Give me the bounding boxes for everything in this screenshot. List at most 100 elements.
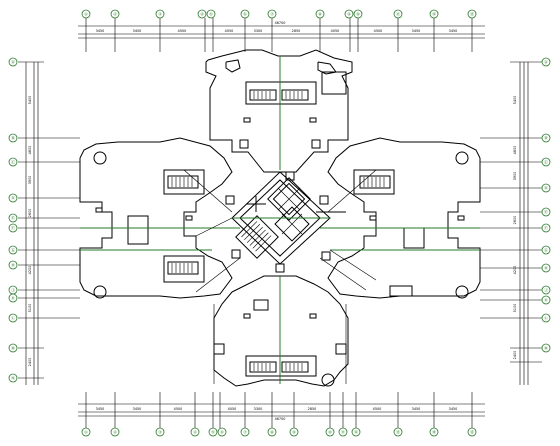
axis-label: ② [113, 12, 117, 17]
axis-label: Ⓜ [544, 345, 548, 351]
axis-bubbles-left: Ⓐ Ⓑ Ⓒ Ⓓ Ⓔ Ⓕ Ⓖ Ⓗ Ⓙ Ⓚ Ⓛ Ⓜ Ⓝ [8, 57, 18, 383]
axis-label: Ⓕ [11, 225, 15, 231]
axis-label: Ⓙ [544, 287, 548, 293]
top-dim: 2850 [292, 29, 301, 33]
axis-label: ⑪ [396, 11, 400, 17]
axis-label: ⑨ [347, 12, 351, 17]
top-dim: 3450 [96, 29, 105, 33]
axis-label: ③ [158, 12, 162, 17]
axis-label: Ⓛ [11, 315, 15, 321]
bottom-dimension-texts: 3450 3450 4500 4050 3300 2850 4500 3450 … [96, 407, 458, 421]
axis-label: ⑤ [211, 430, 215, 435]
north-wing [205, 49, 353, 173]
overall-bottom-dim: 46700 [275, 417, 286, 421]
diagonal-lines [183, 169, 377, 293]
axis-label: Ⓒ [11, 159, 15, 165]
axis-label: ⑪ [341, 429, 345, 435]
axis-label: Ⓛ [544, 315, 548, 321]
axis-label: ① [84, 430, 88, 435]
axis-label: Ⓚ [544, 297, 548, 303]
axis-label: ⑧ [318, 12, 322, 17]
top-dim: 4500 [374, 29, 383, 33]
axis-label: ⑬ [470, 11, 474, 17]
axis-label: Ⓝ [11, 375, 15, 381]
axis-label: Ⓔ [11, 215, 15, 221]
bottom-dim: 4500 [373, 407, 382, 411]
axis-label: ④ [200, 12, 204, 17]
top-dimension-texts: 3450 3450 4500 4050 3300 2850 4050 4500 … [96, 21, 458, 33]
axis-label: ⑭ [432, 429, 436, 435]
top-dim: 4050 [225, 29, 234, 33]
axis-label: Ⓐ [11, 59, 15, 65]
left-dim: 4200 [28, 266, 32, 275]
east-wing [320, 137, 481, 299]
south-wing [213, 275, 349, 387]
overall-top-dim: 46700 [275, 21, 286, 25]
axis-label: Ⓑ [544, 135, 548, 141]
bottom-dim: 3450 [412, 407, 421, 411]
top-dim: 3450 [412, 29, 421, 33]
axis-label: Ⓗ [544, 265, 548, 271]
right-dim: 4200 [513, 266, 517, 275]
fixtures [95, 117, 465, 384]
axis-label: ⑤ [209, 12, 213, 17]
axis-label: ③ [158, 430, 162, 435]
axis-label: Ⓙ [11, 287, 15, 293]
left-dim: 5100 [28, 304, 32, 313]
top-dim: 4050 [331, 29, 340, 33]
axis-label: Ⓜ [11, 345, 15, 351]
left-dim: 2600 [28, 209, 32, 218]
axis-label: ⑩ [328, 430, 332, 435]
axis-label: ⑥ [220, 430, 224, 435]
west-wing [79, 137, 240, 299]
axis-bubbles-right: Ⓐ Ⓑ Ⓒ Ⓓ Ⓔ Ⓕ Ⓖ Ⓗ Ⓙ Ⓚ Ⓛ Ⓜ [541, 57, 551, 353]
right-dim: 3900 [513, 172, 517, 181]
axis-bubbles-top: ① ② ③ ④ ⑤ ⑥ ⑦ ⑧ ⑨ ⑩ ⑪ ⑫ ⑬ [81, 9, 477, 19]
axis-label: ④ [193, 430, 197, 435]
left-dim: 5400 [28, 96, 32, 105]
bottom-dim: 4050 [228, 407, 237, 411]
axis-label: ⑮ [470, 429, 474, 435]
axis-grid-horizontal [18, 61, 542, 379]
left-dim: 3900 [28, 176, 32, 185]
axis-label: ⑩ [356, 12, 360, 17]
right-dim: 2600 [513, 216, 517, 225]
right-dim: 5400 [513, 96, 517, 105]
axis-label: Ⓖ [11, 247, 15, 253]
axis-label: Ⓓ [11, 195, 15, 201]
axis-label: ① [84, 12, 88, 17]
bottom-dim: 3450 [133, 407, 142, 411]
central-core [225, 171, 346, 273]
bottom-dim: 3300 [254, 407, 263, 411]
axis-label: ⑧ [270, 430, 274, 435]
top-dim: 3450 [133, 29, 142, 33]
axis-label: ② [113, 430, 117, 435]
top-dim: 3450 [449, 29, 458, 33]
axis-label: ⑫ [354, 429, 358, 435]
right-dimension-texts: 5400 4800 3900 2600 4200 5100 2400 [513, 96, 517, 360]
axis-label: Ⓓ [544, 185, 548, 191]
left-dim: 2400 [28, 358, 32, 367]
axis-label: ⑨ [292, 430, 296, 435]
axis-label: Ⓕ [544, 225, 548, 231]
top-dim: 4500 [178, 29, 187, 33]
bottom-dim: 4500 [174, 407, 183, 411]
axis-label: Ⓑ [11, 135, 15, 141]
axis-label: Ⓚ [11, 295, 15, 301]
bottom-dim: 3450 [96, 407, 105, 411]
axis-label: Ⓔ [544, 209, 548, 215]
axis-label: ⑬ [396, 429, 400, 435]
right-dim: 2400 [513, 351, 517, 360]
dimension-lines [25, 25, 529, 417]
right-dim: 4800 [513, 146, 517, 155]
right-dim: 5100 [513, 304, 517, 313]
axis-label: Ⓗ [11, 262, 15, 268]
bottom-dim: 2850 [308, 407, 317, 411]
axis-label: ⑥ [243, 12, 247, 17]
top-dim: 3300 [254, 29, 263, 33]
axis-label: Ⓐ [544, 59, 548, 65]
left-dimension-texts: 5400 4800 3900 2600 4200 5100 2400 [28, 96, 32, 367]
axis-label: ⑦ [270, 12, 274, 17]
axis-bubbles-bottom: ① ② ③ ④ ⑤ ⑥ ⑦ ⑧ ⑨ ⑩ ⑪ ⑫ ⑬ ⑭ ⑮ [81, 427, 477, 437]
